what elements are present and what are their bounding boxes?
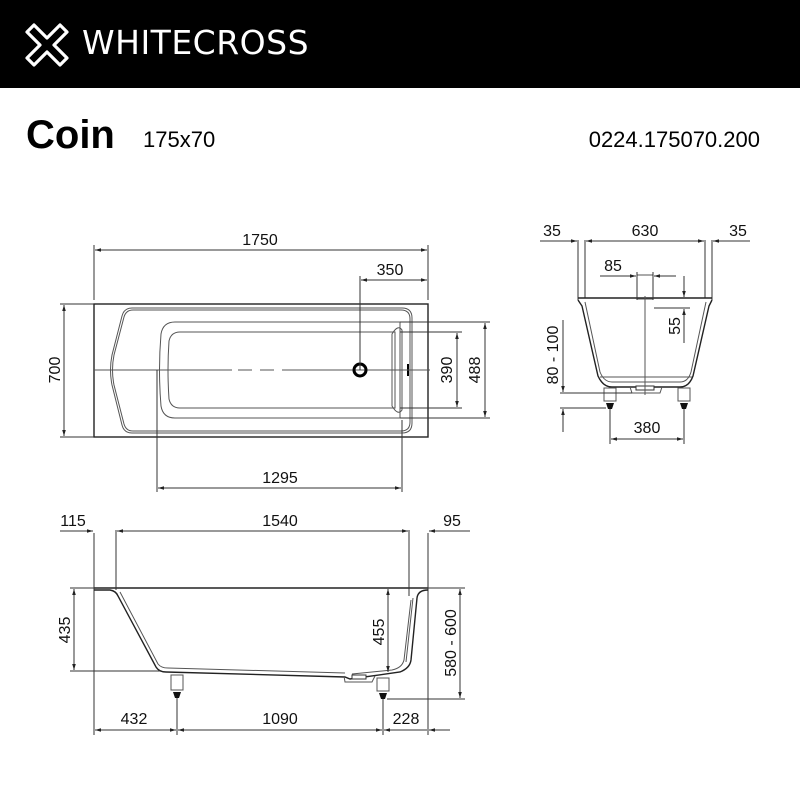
dim-left-rim: 35 [543,223,561,240]
dim-width: 700 [47,357,64,384]
dim-inner-length: 1295 [262,470,298,487]
side-view: 115 1540 95 435 455 580 - 600 432 1090 2… [57,513,470,735]
dim-leg-right-offset: 228 [393,711,420,728]
dim-end-leg-spacing: 380 [634,420,661,437]
dim-depth: 435 [57,617,74,644]
dim-side-inner-length: 1540 [262,513,298,530]
dim-total-height: 580 - 600 [443,609,460,677]
article-code: 0224.175070.200 [588,127,760,152]
dim-leg-left-offset: 432 [121,711,148,728]
dim-end-inner-width: 630 [632,223,659,240]
dim-overflow-width: 85 [604,258,622,275]
top-view: 1750 350 700 390 488 1295 [47,232,490,492]
dim-inner-depth: 455 [371,619,388,646]
dim-side-leg-spacing: 1090 [262,711,298,728]
dim-leg-height: 80 - 100 [545,326,562,385]
cross-outline-icon [25,23,69,67]
dim-overflow-depth: 55 [667,317,684,335]
dim-side-left-offset: 115 [60,513,86,530]
dim-rim-inner-width: 488 [467,357,484,384]
brand-name: WHITECROSS [82,23,310,62]
product-name: Coin [26,113,115,157]
dim-inner-width: 390 [439,357,456,384]
product-size: 175x70 [143,127,216,152]
brand-header: WHITECROSS [0,0,800,88]
dim-side-right-offset: 95 [443,513,461,530]
dim-drain-offset: 350 [377,262,404,279]
dim-right-rim: 35 [729,223,747,240]
dim-length: 1750 [242,232,278,249]
end-view: 35 630 35 85 55 80 - 100 380 [540,223,750,444]
